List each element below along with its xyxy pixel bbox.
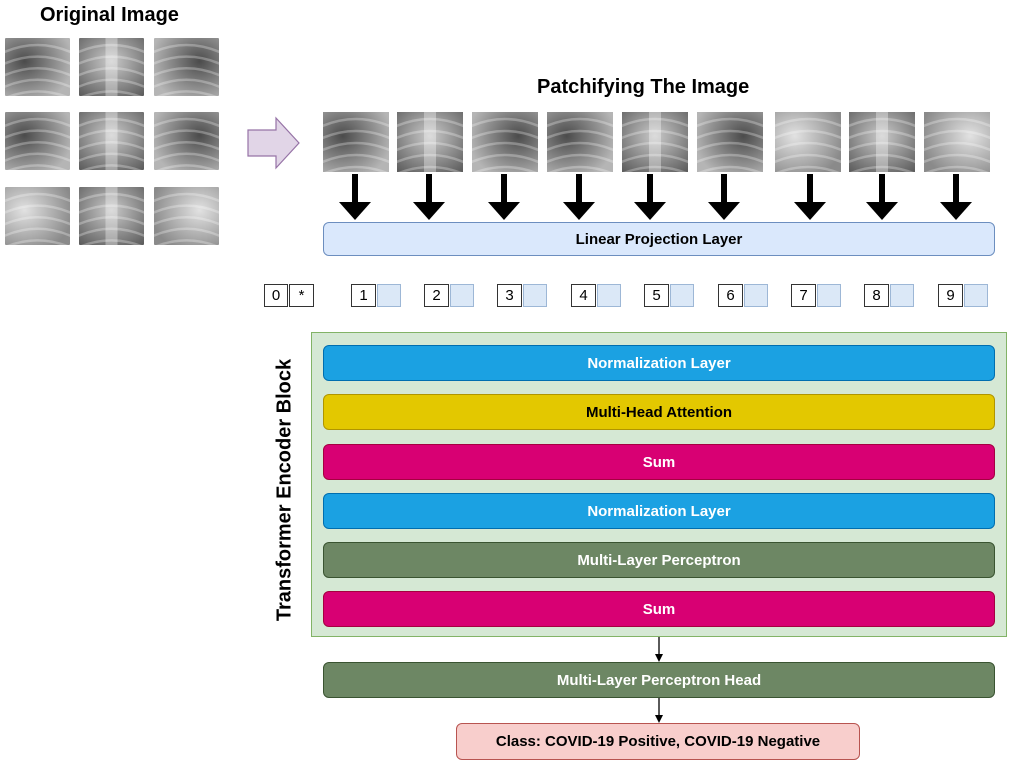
xray-tile xyxy=(154,112,219,170)
down-arrow-icon xyxy=(488,174,520,220)
original-image-grid xyxy=(0,0,230,250)
patch-token-index: 7 xyxy=(791,284,816,307)
down-arrow-icon xyxy=(794,174,826,220)
patch-thumbnail xyxy=(472,112,538,172)
patch-thumbnail xyxy=(697,112,763,172)
patch-embedding-cell xyxy=(744,284,768,307)
patch-token-index: 2 xyxy=(424,284,449,307)
cls-token-index: 0 xyxy=(264,284,288,307)
multi-layer-perceptron-layer: Multi-Layer Perceptron xyxy=(323,542,995,578)
patch-arrows xyxy=(339,174,972,220)
patch-thumbnail xyxy=(775,112,841,172)
patch-token-index: 4 xyxy=(571,284,596,307)
patch-token-index: 9 xyxy=(938,284,963,307)
patch-thumbnail xyxy=(849,112,915,172)
linear-projection-layer: Linear Projection Layer xyxy=(323,222,995,256)
patch-embedding-cell xyxy=(450,284,474,307)
patch-thumbnail xyxy=(397,112,463,172)
down-arrow-icon xyxy=(655,698,663,723)
patch-embedding-cell xyxy=(890,284,914,307)
patch-thumbnail xyxy=(547,112,613,172)
class-output-box: Class: COVID-19 Positive, COVID-19 Negat… xyxy=(456,723,860,760)
patch-thumbnail xyxy=(924,112,990,172)
down-arrow-icon xyxy=(708,174,740,220)
xray-tile xyxy=(5,112,70,170)
normalization-layer-2: Normalization Layer xyxy=(323,493,995,529)
down-arrow-icon xyxy=(940,174,972,220)
patch-token-index: 6 xyxy=(718,284,743,307)
xray-tile xyxy=(154,187,219,245)
xray-tile xyxy=(5,38,70,96)
down-arrow-icon xyxy=(413,174,445,220)
patch-thumbnail xyxy=(622,112,688,172)
patch-embedding-cell xyxy=(377,284,401,307)
encoder-block-label: Transformer Encoder Block xyxy=(273,358,296,622)
down-arrow-icon xyxy=(634,174,666,220)
patch-token-index: 5 xyxy=(644,284,669,307)
xray-tile xyxy=(79,187,144,245)
patch-embedding-cell xyxy=(523,284,547,307)
sum-layer-1: Sum xyxy=(323,444,995,480)
xray-tile xyxy=(79,112,144,170)
transformer-encoder-block xyxy=(311,332,1007,637)
xray-tile xyxy=(5,187,70,245)
patch-embedding-cell xyxy=(597,284,621,307)
patch-thumbnail xyxy=(323,112,389,172)
xray-tile xyxy=(79,38,144,96)
patch-embedding-cell xyxy=(817,284,841,307)
normalization-layer-1: Normalization Layer xyxy=(323,345,995,381)
patch-token-index: 1 xyxy=(351,284,376,307)
down-arrow-icon xyxy=(866,174,898,220)
down-arrow-icon xyxy=(655,637,663,662)
xray-tile xyxy=(154,38,219,96)
patchify-arrow-icon xyxy=(247,116,300,170)
mlp-head-layer: Multi-Layer Perceptron Head xyxy=(323,662,995,698)
patch-token-index: 3 xyxy=(497,284,522,307)
down-arrow-icon xyxy=(339,174,371,220)
cls-token-symbol: * xyxy=(289,284,314,307)
patch-embedding-cell xyxy=(670,284,694,307)
patch-embedding-cell xyxy=(964,284,988,307)
down-arrow-icon xyxy=(563,174,595,220)
sum-layer-2: Sum xyxy=(323,591,995,627)
patchify-title: Patchifying The Image xyxy=(537,76,750,98)
original-image-title: Original Image xyxy=(40,4,179,26)
multi-head-attention-layer: Multi-Head Attention xyxy=(323,394,995,430)
patch-token-index: 8 xyxy=(864,284,889,307)
